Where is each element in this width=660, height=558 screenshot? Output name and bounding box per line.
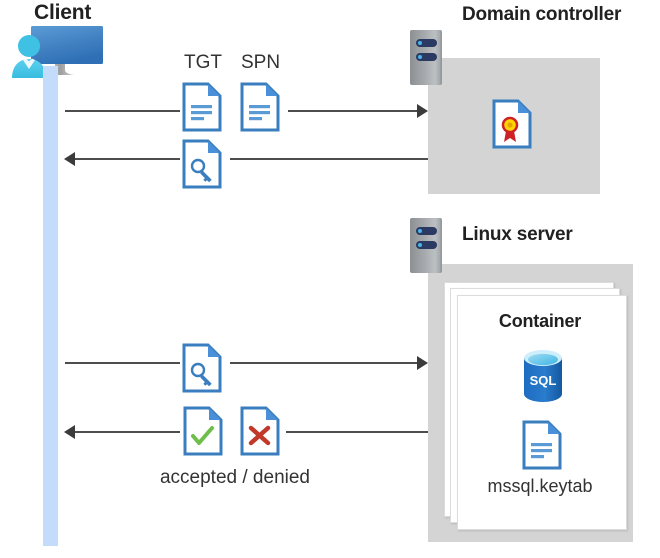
spn-label: SPN	[241, 52, 281, 73]
user-at-monitor-icon	[8, 22, 113, 82]
rack-bar	[416, 227, 437, 235]
container-title: Container	[498, 311, 582, 331]
check-document-icon	[183, 406, 223, 456]
arrow-head-right-icon	[417, 104, 428, 118]
text-document-icon	[240, 82, 280, 132]
flow-line-present-left	[65, 362, 180, 364]
linux-server-title: Linux server	[462, 224, 573, 245]
flow-line-result-left	[75, 431, 180, 433]
certificate-document-icon	[492, 99, 532, 149]
key-document-icon	[182, 343, 222, 393]
rack-bar	[416, 53, 437, 61]
flow-line-request-left	[65, 110, 180, 112]
flow-line-ticket-left	[75, 158, 180, 160]
keytab-filename-label: mssql.keytab	[487, 476, 593, 496]
key-document-icon	[182, 139, 222, 189]
rack-led-icon	[418, 41, 422, 45]
flow-line-request-right	[288, 110, 418, 112]
rack-led-icon	[418, 229, 422, 233]
server-rack-icon	[410, 30, 442, 85]
rack-bar	[416, 39, 437, 47]
flow-line-ticket-right	[230, 158, 428, 160]
flow-line-present-right	[230, 362, 418, 364]
arrow-head-left-icon	[64, 425, 75, 439]
client-title: Client	[34, 1, 92, 24]
domain-controller-title: Domain controller	[462, 4, 622, 25]
rack-bar	[416, 241, 437, 249]
client-lifeline	[43, 66, 58, 546]
flow-line-result-right	[286, 431, 428, 433]
sql-database-label: SQL	[530, 373, 557, 388]
tgt-label: TGT	[184, 52, 222, 73]
arrow-head-right-icon	[417, 356, 428, 370]
rack-led-icon	[418, 55, 422, 59]
cross-document-icon	[240, 406, 280, 456]
keytab-document-icon	[522, 420, 562, 470]
rack-led-icon	[418, 243, 422, 247]
server-rack-icon	[410, 218, 442, 273]
arrow-head-left-icon	[64, 152, 75, 166]
container-card-front	[457, 295, 627, 530]
text-document-icon	[182, 82, 222, 132]
sql-database-icon: SQL	[521, 349, 565, 403]
auth-result-caption: accepted / denied	[159, 467, 310, 488]
